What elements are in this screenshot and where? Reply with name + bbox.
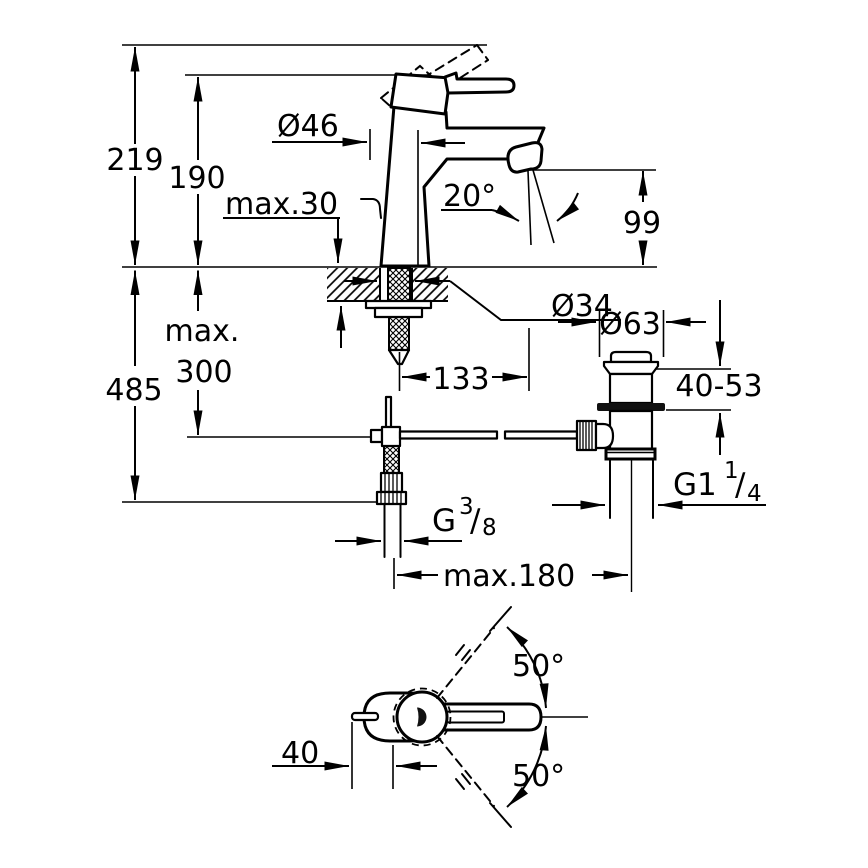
dim-base-diameter: Ø46 [277, 109, 339, 144]
pullrod-vertical [384, 395, 393, 430]
swivel-ray-up-solid [489, 606, 512, 632]
handle-raised-dashed-end [476, 44, 489, 61]
waste-flange [602, 360, 660, 376]
handle-pivot-dashed [392, 687, 452, 747]
leader-20deg [491, 204, 520, 222]
angle-curved-arrow [556, 192, 580, 222]
dim-spout-angle: 20° [443, 179, 496, 214]
dim-max-counter-thickness: max.30 [225, 187, 338, 222]
dim-pullrod-max-2: 300 [175, 355, 232, 390]
counter-hatch-left [327, 268, 380, 301]
handle-raised-dashed-top [422, 44, 478, 79]
dim-below-counter-depth: 485 [105, 373, 162, 408]
dim-waste-thread-slash: / [735, 467, 746, 503]
waste-lower-body [608, 409, 654, 451]
dim-body-height: 190 [168, 161, 225, 196]
waste-upper-body [608, 372, 654, 405]
break-mark-up [455, 644, 471, 661]
dim-waste-thread-den: 4 [747, 481, 762, 507]
dim-swivel-down: 50° [512, 759, 565, 794]
angle-ray-20 [532, 169, 555, 244]
dim-supply-thread-base: G [432, 503, 456, 539]
dim-arc-50-up [506, 626, 549, 709]
dim-spout-outlet-height: 99 [623, 206, 661, 241]
dim-waste-thread-num: 1 [724, 458, 739, 484]
threaded-shank [387, 267, 411, 302]
dim-arc-50-down [506, 725, 549, 808]
pullrod-knob [360, 198, 382, 219]
lever-handle [443, 71, 516, 95]
counter-hatch-right [412, 268, 448, 301]
pivot-notch [417, 707, 427, 727]
waste-ring [604, 447, 657, 461]
dim-waste-thread-base: G1 [673, 467, 717, 503]
lever-top-view [438, 702, 543, 732]
dim-supply-thread-den: 8 [482, 515, 497, 541]
swivel-ray-down-dashed [436, 735, 495, 807]
dim-swivel-up: 50° [512, 649, 565, 684]
spout-pin-top-view [350, 711, 380, 722]
rod-coupling-left [369, 428, 384, 444]
waste-gasket [597, 403, 665, 411]
dim-mounting-range: 40-53 [675, 369, 762, 404]
waste-plug-cap [609, 350, 653, 364]
swivel-ray-up-dashed [436, 627, 495, 699]
dim-supply-thread-num: 3 [459, 494, 474, 520]
swivel-ray-down-solid [489, 802, 512, 828]
shank-thread-tail [388, 316, 410, 351]
knob-connector [594, 422, 615, 450]
dim-flange-diameter: Ø63 [599, 307, 661, 342]
horizontal-rod-a [398, 430, 499, 440]
front-view: 219 190 485 max. 300 max.30 Ø46 20° [105, 44, 661, 594]
dim-hose-spread: max.180 [443, 559, 575, 594]
break-mark-down [455, 773, 471, 790]
popup-rod-and-hose [369, 395, 579, 558]
hose-braid [383, 445, 400, 474]
aerator-outlet [506, 141, 544, 174]
dim-pullrod-max-1: max. [165, 314, 240, 349]
top-view: 50° 50° 40 [272, 606, 588, 828]
horizontal-rod-b [503, 430, 579, 440]
hose-nut [375, 490, 408, 506]
dim-spout-reach: 133 [432, 362, 489, 397]
hose-collar [379, 471, 404, 494]
dim-total-height: 219 [106, 143, 163, 178]
waste-assembly-view: Ø63 40-53 G1 1 / 4 [552, 300, 766, 592]
rod-coupling-center [380, 425, 402, 448]
angle-ray-vertical [527, 170, 532, 246]
dim-supply-thread-slash: / [470, 503, 481, 539]
dim-handle-offset: 40 [281, 736, 319, 771]
handle-raised-dashed-bottom [434, 59, 489, 95]
cartridge-head [389, 72, 452, 116]
mounting-nut [373, 306, 424, 319]
